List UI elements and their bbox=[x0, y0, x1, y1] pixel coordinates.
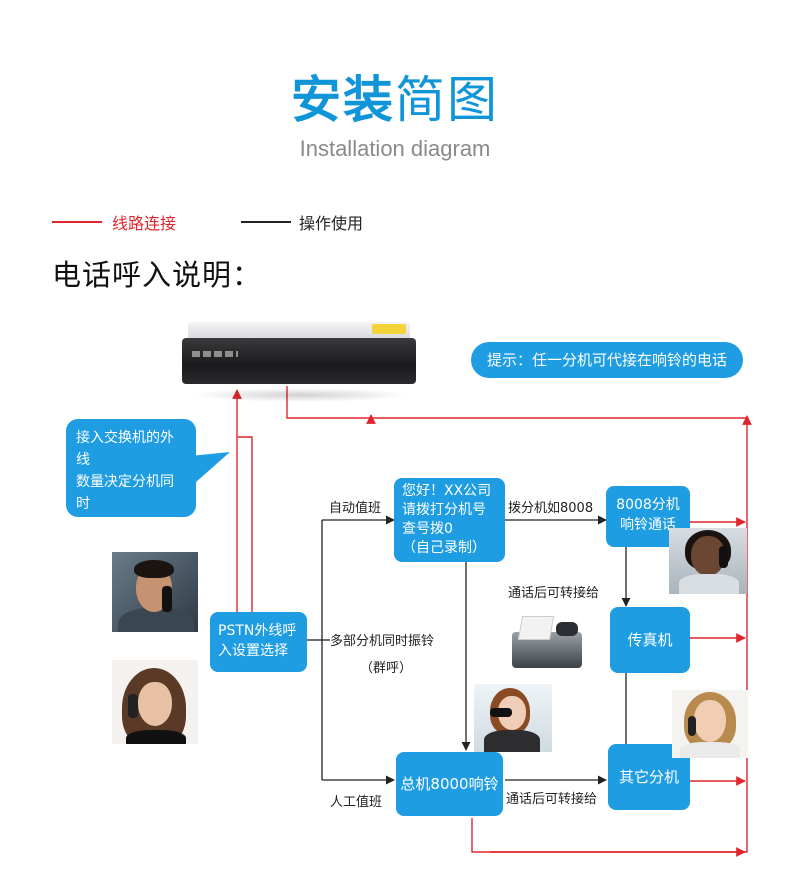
note-line-1: 接入交换机的外线 bbox=[76, 430, 174, 468]
device-top bbox=[188, 322, 410, 340]
label-auto-attendant: 自动值班 bbox=[329, 501, 382, 516]
title-part-2: 简图 bbox=[395, 71, 499, 129]
operator-node: 总机8000响铃 bbox=[396, 752, 503, 816]
pstn-line-1: PSTN外线呼 bbox=[218, 623, 297, 639]
photo-fax-machine bbox=[506, 602, 588, 674]
device-front bbox=[182, 338, 416, 384]
pstn-node: PSTN外线呼 入设置选择 bbox=[210, 612, 307, 672]
greeting-line-2: 请拨打分机号 bbox=[402, 502, 486, 518]
note-box: 接入交换机的外线 数量决定分机同时 呼入的数量 bbox=[66, 419, 196, 534]
photo-woman-on-phone-1 bbox=[112, 660, 198, 744]
label-transfer-1: 通话后可转接给 bbox=[508, 586, 600, 601]
label-manual: 人工值班 bbox=[330, 795, 383, 810]
label-group-call: （群呼） bbox=[360, 661, 413, 676]
legend-red-line bbox=[52, 221, 102, 223]
photo-woman-on-phone-3 bbox=[669, 528, 747, 594]
legend-red-label: 线路连接 bbox=[112, 214, 177, 233]
note-line-3: 呼入的数量 bbox=[76, 518, 146, 534]
photo-woman-on-phone-2 bbox=[474, 684, 552, 752]
device-shadow bbox=[190, 388, 410, 402]
title-part-1: 安装 bbox=[291, 71, 395, 129]
tip-badge: 提示：任一分机可代接在响铃的电话 bbox=[471, 342, 743, 378]
red-wires bbox=[232, 386, 752, 857]
page-subtitle: Installation diagram bbox=[299, 136, 491, 161]
page-title: 安装简图 bbox=[0, 70, 790, 130]
photo-woman-on-phone-4 bbox=[672, 690, 748, 758]
label-multi-ring: 多部分机同时振铃 bbox=[330, 634, 435, 649]
note-pointer bbox=[190, 452, 230, 482]
ext-8008-line-2: 响铃通话 bbox=[620, 517, 676, 533]
device-indicator-lights bbox=[192, 351, 238, 357]
label-transfer-2: 通话后可转接给 bbox=[506, 792, 598, 807]
pbx-device bbox=[182, 322, 416, 386]
pstn-line-2: 入设置选择 bbox=[218, 643, 288, 659]
photo-man-on-phone bbox=[112, 552, 198, 632]
greeting-line-3: 查号拨0 bbox=[402, 521, 453, 537]
device-label bbox=[372, 324, 406, 334]
fax-node: 传真机 bbox=[610, 607, 690, 673]
note-line-2: 数量决定分机同时 bbox=[76, 474, 174, 512]
label-dial-extension: 拨分机如8008 bbox=[508, 501, 594, 516]
greeting-line-4: （自己录制） bbox=[402, 540, 486, 556]
legend-black-label: 操作使用 bbox=[299, 214, 364, 233]
greeting-line-1: 您好！XX公司 bbox=[402, 483, 492, 499]
section-title: 电话呼入说明： bbox=[52, 258, 263, 292]
flow-lines bbox=[307, 515, 631, 785]
ext-8008-line-1: 8008分机 bbox=[616, 497, 680, 513]
legend-black-line bbox=[241, 221, 291, 223]
greeting-node: 您好！XX公司 请拨打分机号 查号拨0 （自己录制） bbox=[394, 478, 505, 562]
